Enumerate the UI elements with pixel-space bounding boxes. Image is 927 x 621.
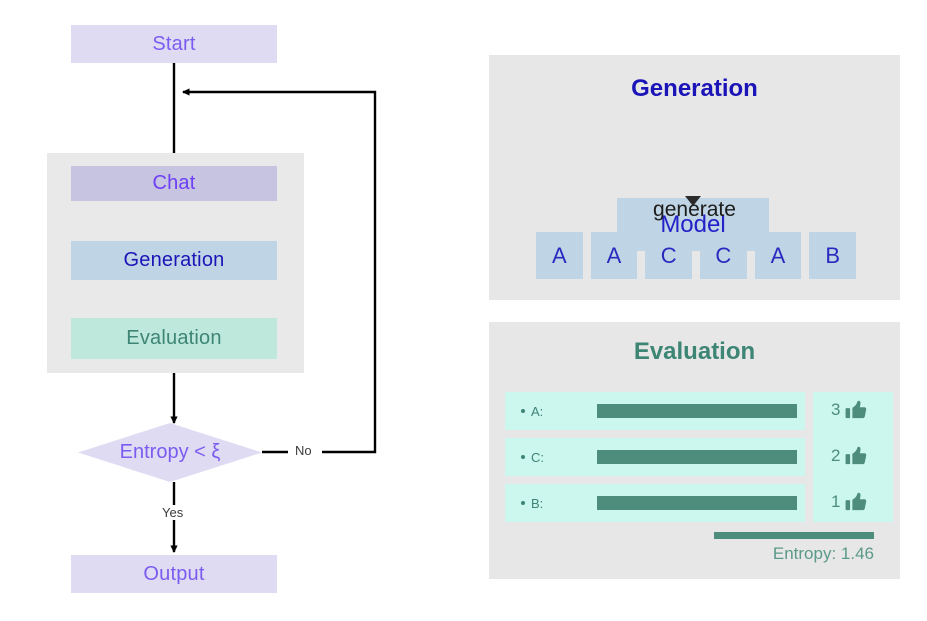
evaluation-row[interactable]: A:	[505, 392, 805, 430]
thumbs-up-icon	[846, 400, 867, 419]
flowchart: Start Chat Generation Evaluation Entropy…	[0, 0, 460, 621]
node-decision-entropy[interactable]: Entropy < ξ	[78, 423, 262, 482]
generate-label: generate	[653, 198, 736, 221]
token-row: A A C C A B	[536, 232, 857, 279]
vote-count: 3	[831, 400, 841, 419]
diamond-shape	[78, 423, 262, 482]
node-generation[interactable]: Generation	[71, 241, 277, 280]
evaluation-row-key: A:	[531, 403, 544, 419]
bullet-dot-icon	[521, 501, 525, 505]
generation-panel-title: Generation	[631, 75, 758, 102]
evaluation-panel-title: Evaluation	[633, 338, 756, 365]
evaluation-row[interactable]: C:	[505, 438, 805, 476]
token-chip[interactable]: C	[700, 232, 747, 279]
edge-label-no: No	[292, 443, 315, 458]
evaluation-row[interactable]: B:	[505, 484, 805, 522]
vote-count-row: 1	[831, 492, 867, 512]
vote-count: 2	[831, 446, 841, 465]
evaluation-bar	[597, 404, 797, 418]
evaluation-bar	[597, 496, 797, 510]
edge-label-yes: Yes	[159, 505, 187, 520]
entropy-readout: Entropy: 1.46	[772, 544, 874, 563]
bullet-dot-icon	[521, 409, 525, 413]
node-start[interactable]: Start	[71, 25, 277, 63]
token-chip[interactable]: C	[645, 232, 693, 279]
generation-panel: Generation Model generate A A C C A B	[489, 55, 900, 300]
node-chat[interactable]: Chat	[71, 166, 277, 201]
vote-count-row: 2	[831, 446, 867, 466]
node-output[interactable]: Output	[71, 555, 277, 593]
vote-count-row: 3	[831, 400, 867, 420]
evaluation-bar	[597, 450, 797, 464]
evaluation-row-label: B:	[521, 484, 543, 522]
entropy-divider	[714, 532, 874, 539]
evaluation-row-key: B:	[531, 495, 544, 511]
vote-count: 1	[831, 492, 841, 511]
generate-arrow-icon	[685, 196, 701, 206]
token-chip[interactable]: A	[536, 232, 583, 279]
token-chip[interactable]: A	[590, 232, 638, 279]
evaluation-row-label: A:	[521, 392, 543, 430]
node-decision-label: Entropy < ξ	[119, 441, 221, 463]
evaluation-row-key: C:	[531, 449, 544, 465]
evaluation-row-label: C:	[521, 438, 544, 476]
bullet-dot-icon	[521, 455, 525, 459]
thumbs-up-icon	[846, 446, 867, 465]
node-evaluation[interactable]: Evaluation	[71, 318, 277, 359]
token-chip[interactable]: B	[809, 232, 857, 279]
thumbs-up-icon	[846, 492, 867, 511]
evaluation-panel: Evaluation A: 3 C: 2	[489, 322, 900, 579]
token-chip[interactable]: A	[754, 232, 802, 279]
